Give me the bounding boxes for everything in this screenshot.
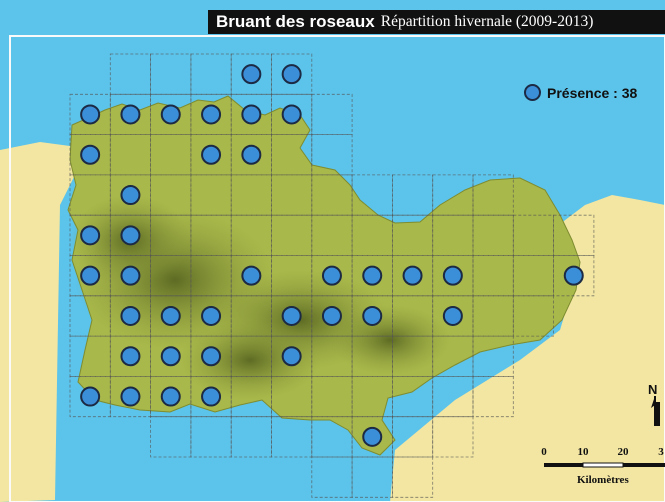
presence-marker (80, 104, 101, 125)
presence-marker (80, 265, 101, 286)
presence-marker (80, 386, 101, 407)
grid-cell (553, 255, 595, 297)
presence-marker (362, 426, 383, 447)
grid-cell (432, 416, 474, 458)
presence-marker (321, 305, 342, 326)
presence-marker (442, 265, 463, 286)
map-subtitle: Répartition hivernale (2009-2013) (380, 13, 594, 30)
presence-marker (362, 265, 383, 286)
presence-marker (563, 265, 584, 286)
north-label: N (648, 382, 658, 397)
presence-marker (241, 265, 262, 286)
presence-marker (120, 104, 141, 125)
presence-marker (442, 305, 463, 326)
grid-cell (391, 456, 434, 498)
presence-marker (120, 185, 141, 206)
grid-cell (472, 375, 514, 418)
map-title: Bruant des roseaux Répartition hivernale… (208, 10, 665, 34)
scale-tick-10: 10 (577, 446, 589, 458)
presence-markers (80, 64, 584, 447)
survey-grid (69, 53, 595, 498)
presence-marker (241, 144, 262, 165)
presence-marker (241, 104, 262, 125)
presence-marker (201, 144, 222, 165)
presence-marker (201, 104, 222, 125)
legend: Présence : 38 (524, 84, 637, 101)
presence-marker (201, 305, 222, 326)
scale-tick-20: 20 (617, 446, 629, 458)
presence-marker (120, 346, 141, 367)
legend-marker-icon (524, 84, 541, 101)
presence-marker (120, 305, 141, 326)
species-name: Bruant des roseaux (216, 12, 375, 31)
presence-marker (160, 104, 181, 125)
presence-marker (281, 346, 302, 367)
north-arrow-icon (651, 396, 660, 426)
presence-marker (281, 305, 302, 326)
inset-frame (9, 35, 665, 502)
relief-shading (70, 195, 450, 400)
presence-marker (120, 225, 141, 246)
scale-tick-0: 0 (541, 446, 547, 458)
scale-tick-30: 3 (658, 446, 664, 458)
presence-marker (241, 64, 262, 85)
scale-bar: 0 10 20 3 Kilomètres (532, 446, 665, 492)
presence-marker (362, 305, 383, 326)
presence-marker (321, 265, 342, 286)
presence-marker (201, 386, 222, 407)
presence-marker (80, 225, 101, 246)
outside-land-area (0, 142, 665, 502)
presence-marker (402, 265, 423, 286)
scale-unit: Kilomètres (577, 474, 629, 486)
presence-marker (281, 64, 302, 85)
grid-cell (512, 295, 554, 337)
scale-bar-line (544, 462, 665, 468)
presence-marker (281, 104, 302, 125)
north-arrow: N (646, 382, 665, 432)
legend-label: Présence : 38 (547, 84, 638, 101)
presence-marker (160, 346, 181, 367)
presence-marker (160, 386, 181, 407)
presence-marker (160, 305, 181, 326)
presence-marker (80, 144, 101, 165)
presence-marker (120, 265, 141, 286)
presence-marker (201, 346, 222, 367)
presence-marker (120, 386, 141, 407)
